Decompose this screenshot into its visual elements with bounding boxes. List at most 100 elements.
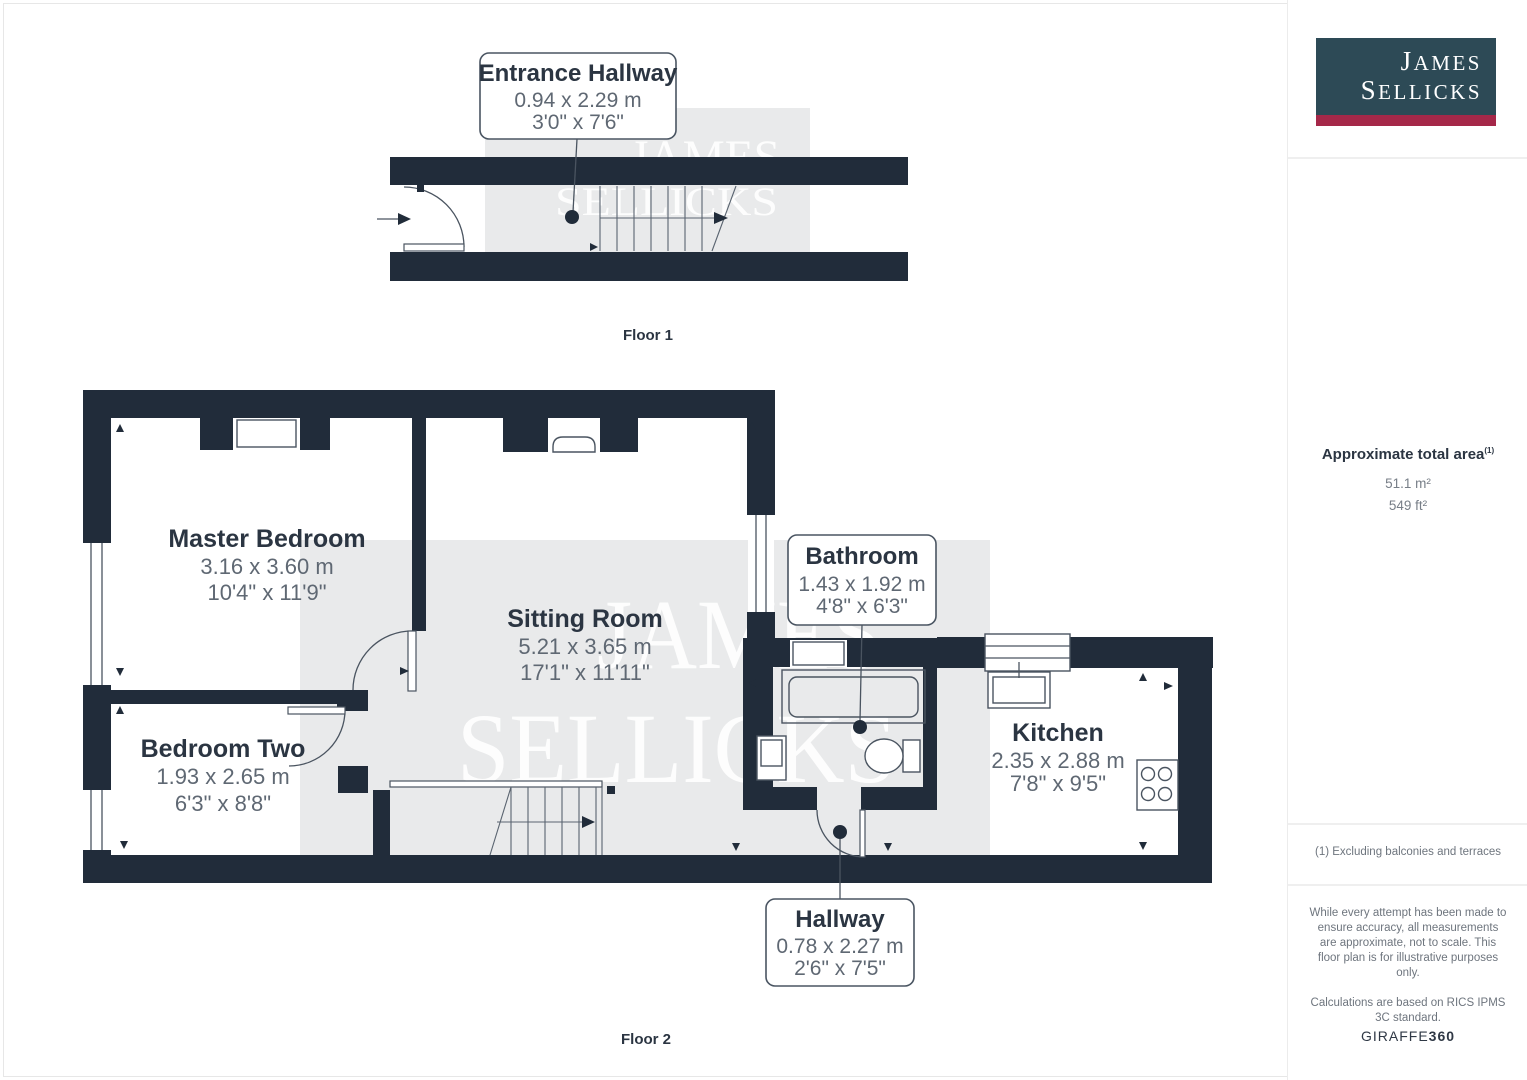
room-label-bedroom-two: Bedroom Two 1.93 x 2.65 m 6'3" x 8'8": [141, 735, 306, 816]
camera-point: [853, 720, 867, 734]
wall-right-lower: [747, 612, 775, 638]
floor1-plan: JAMES SELLICKS: [377, 52, 908, 344]
svg-text:Kitchen: Kitchen: [1012, 719, 1104, 747]
wall-top: [390, 157, 908, 185]
svg-text:7'8" x 9'5": 7'8" x 9'5": [1010, 771, 1106, 796]
total-area-imperial: 549 ft²: [1388, 498, 1428, 513]
window-master-left: [84, 543, 110, 685]
disclaimer-accuracy: While every attempt has been made to ens…: [1309, 907, 1507, 979]
svg-text:6'3" x 8'8": 6'3" x 8'8": [175, 791, 271, 816]
logo-teal-panel: JAMES SELLICKS: [1316, 38, 1496, 115]
area-footnote: (1) Excluding balconies and terraces: [1314, 846, 1502, 858]
hob-icon: [1136, 759, 1179, 811]
floorplan-canvas: JAMES SELLICKS: [83, 52, 1213, 1048]
door-leaf: [403, 243, 465, 252]
total-area-title: Approximate total area(1): [1288, 446, 1527, 463]
logo-text-line2: SELLICKS: [1360, 75, 1482, 105]
door-arc-bedroom2: [288, 709, 346, 767]
james-sellicks-logo: JAMES SELLICKS: [1316, 38, 1496, 126]
svg-text:Bathroom: Bathroom: [805, 543, 918, 570]
room-label-master-bedroom: Master Bedroom 3.16 x 3.60 m 10'4" x 11'…: [168, 525, 365, 605]
svg-text:1.93 x 2.65 m: 1.93 x 2.65 m: [156, 764, 289, 789]
bathroom-structure: [743, 638, 937, 858]
label-connector: [572, 138, 578, 213]
wall-stair-stub: [373, 790, 390, 855]
entry-arrow-icon: [377, 213, 411, 225]
chimney-sitting-room: [503, 418, 638, 453]
window-bedroom2-left: [84, 790, 110, 850]
svg-text:4'8" x 6'3": 4'8" x 6'3": [816, 595, 908, 618]
sidebar: JAMES SELLICKS Approximate total area(1)…: [1287, 0, 1527, 1080]
camera-point: [833, 825, 847, 839]
wall-right-upper: [747, 390, 775, 515]
brand-number: 360: [1428, 1028, 1456, 1044]
svg-text:Master Bedroom: Master Bedroom: [168, 525, 365, 553]
fireplace-icon: [552, 436, 596, 453]
window-kitchen-top: [984, 633, 1071, 672]
svg-text:Sitting Room: Sitting Room: [507, 605, 663, 633]
door-stop: [417, 185, 424, 192]
svg-text:2'6" x 7'5": 2'6" x 7'5": [794, 957, 886, 980]
door-leaf-bedroom2: [287, 706, 346, 715]
wall-master-sitting: [412, 418, 426, 631]
toilet-icon: [864, 738, 921, 774]
kitchen-sink-icon: [987, 662, 1051, 709]
sidebar-divider: [1288, 157, 1527, 159]
dimension-markers: [116, 422, 1173, 851]
svg-text:10'4" x 11'9": 10'4" x 11'9": [207, 580, 326, 605]
door-leaf-bathroom: [859, 809, 866, 858]
wall-corner-piece: [338, 766, 368, 793]
chimney-master: [200, 418, 330, 450]
disclaimer-section: While every attempt has been made to ens…: [1288, 906, 1527, 1041]
svg-text:0.78 x 2.27 m: 0.78 x 2.27 m: [776, 935, 903, 958]
door-arc: [403, 186, 465, 248]
svg-text:Bedroom Two: Bedroom Two: [141, 735, 306, 763]
bathroom-sink-icon: [756, 735, 787, 781]
total-area-section: Approximate total area(1) 51.1 m² 549 ft…: [1288, 446, 1527, 517]
room-name: Entrance Hallway: [479, 60, 678, 87]
svg-text:1.43 x 1.92 m: 1.43 x 1.92 m: [798, 573, 925, 596]
wall-master-bedroom2: [83, 690, 347, 704]
logo-text-line1: JAMES: [1400, 46, 1482, 76]
label-connector: [859, 624, 863, 722]
svg-text:Hallway: Hallway: [795, 906, 885, 933]
room-label-sitting-room: Sitting Room 5.21 x 3.65 m 17'1" x 11'11…: [507, 605, 663, 685]
room-label-kitchen: Kitchen 2.35 x 2.88 m 7'8" x 9'5": [991, 719, 1124, 796]
stairs-up-icon: [590, 185, 737, 252]
bathtub-icon: [781, 669, 926, 724]
stairs-down-icon: [389, 780, 615, 856]
room-label-hallway: Hallway 0.78 x 2.27 m 2'6" x 7'5": [765, 898, 915, 987]
floor2-label: Floor 2: [621, 1031, 671, 1048]
wall-bottom: [390, 252, 908, 281]
disclaimer-standard: Calculations are based on RICS IPMS 3C s…: [1310, 997, 1506, 1024]
sidebar-divider: [1288, 884, 1527, 886]
window-sitting-right: [748, 515, 774, 612]
wall-partition-end: [337, 690, 368, 711]
giraffe360-brand: GIRAFFE360: [1288, 1028, 1527, 1044]
wall-top: [83, 390, 775, 418]
door-arc-bathroom: [816, 809, 865, 858]
total-area-superscript: (1): [1484, 446, 1495, 455]
floor2-plan: JAMES SELLICKS: [83, 390, 1213, 1048]
door-arc-master: [352, 630, 413, 691]
wall-bottom: [83, 855, 1212, 883]
floor1-label: Floor 1: [623, 327, 673, 344]
camera-point: [565, 210, 579, 224]
svg-text:2.35 x 2.88 m: 2.35 x 2.88 m: [991, 748, 1124, 773]
svg-text:3.16 x 3.60 m: 3.16 x 3.60 m: [200, 554, 333, 579]
sidebar-divider: [1288, 823, 1527, 825]
door-leaf-master: [407, 630, 417, 692]
brand-name: GIRAFFE: [1360, 1028, 1429, 1044]
room-dim-metric: 0.94 x 2.29 m: [514, 89, 641, 112]
svg-text:17'1" x 11'11": 17'1" x 11'11": [520, 660, 650, 685]
svg-text:5.21 x 3.65 m: 5.21 x 3.65 m: [518, 634, 651, 659]
total-area-title-text: Approximate total area: [1321, 446, 1485, 463]
room-dim-imperial: 3'0" x 7'6": [532, 111, 624, 134]
kitchen-structure: [937, 637, 1213, 883]
total-area-metric: 51.1 m²: [1385, 476, 1431, 491]
plan-area: JAMES SELLICKS: [83, 52, 1213, 1048]
watermark-text-line2: SELLICKS: [555, 179, 778, 224]
logo-crimson-bar: [1316, 115, 1496, 126]
wall-left-upper: [83, 390, 111, 543]
